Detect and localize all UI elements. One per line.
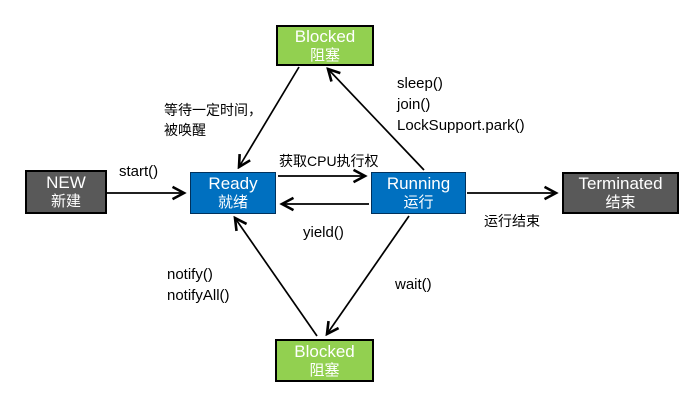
node-blocked-top-label-en: Blocked xyxy=(294,26,356,46)
node-blocked-bottom: Blocked 阻塞 xyxy=(275,339,374,382)
node-running-label-en: Running xyxy=(386,174,451,193)
edge-label-yield: yield() xyxy=(303,224,344,241)
node-blocked-bottom-label-zh: 阻塞 xyxy=(309,361,340,379)
edge-sleep-arrow xyxy=(328,69,425,171)
node-terminated-label-en: Terminated xyxy=(578,174,663,193)
node-running: Running 运行 xyxy=(371,172,466,214)
edge-label-run-end: 运行结束 xyxy=(484,213,540,229)
edge-label-wake-line2: 被唤醒 xyxy=(164,122,206,138)
edge-label-wait: wait() xyxy=(395,276,432,293)
edge-label-acquire-cpu: 获取CPU执行权 xyxy=(279,153,379,169)
edge-notify-arrow xyxy=(235,218,318,337)
edge-label-notify: notify() notifyAll() xyxy=(167,264,230,306)
node-ready: Ready 就绪 xyxy=(190,172,276,214)
edge-label-sleep-line2: join() xyxy=(397,96,431,113)
node-blocked-bottom-label-en: Blocked xyxy=(294,341,355,361)
edge-label-notify-line1: notify() xyxy=(167,266,213,283)
node-new-label-en: NEW xyxy=(46,173,86,192)
edge-label-sleep-line1: sleep() xyxy=(397,75,443,92)
node-ready-label-zh: 就绪 xyxy=(217,194,248,212)
node-blocked-top: Blocked 阻塞 xyxy=(276,25,374,66)
node-running-label-zh: 运行 xyxy=(403,194,434,212)
edge-label-wake: 等待一定时间， 被唤醒 xyxy=(164,100,262,140)
edge-label-notify-line2: notifyAll() xyxy=(167,287,230,304)
node-terminated-label-zh: 结束 xyxy=(605,194,636,212)
edge-label-sleep-line3: LockSupport.park() xyxy=(397,117,525,134)
edge-wake-arrow xyxy=(239,66,300,167)
edge-label-start: start() xyxy=(119,163,159,180)
node-terminated: Terminated 结束 xyxy=(562,172,679,214)
edge-label-sleep: sleep() join() LockSupport.park() xyxy=(397,73,525,136)
node-new-label-zh: 新建 xyxy=(50,193,81,211)
node-new: NEW 新建 xyxy=(25,170,107,214)
edge-label-wake-line1: 等待一定时间， xyxy=(164,102,262,118)
node-blocked-top-label-zh: 阻塞 xyxy=(309,46,340,64)
edge-wait-arrow xyxy=(327,215,410,334)
node-ready-label-en: Ready xyxy=(208,174,258,193)
